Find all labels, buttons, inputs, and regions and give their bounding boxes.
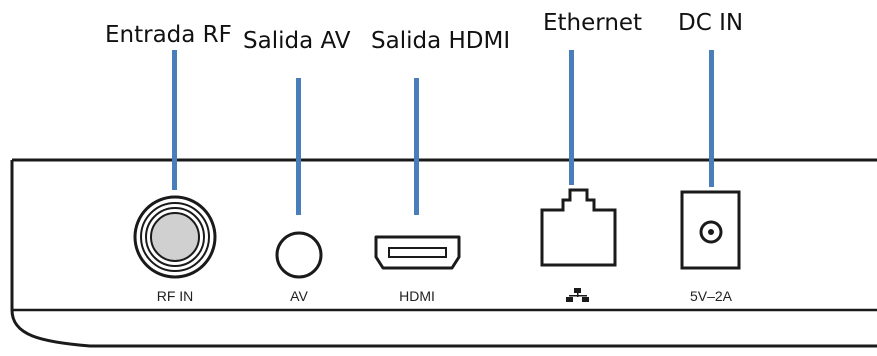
callout-label-av: Salida AV bbox=[243, 28, 351, 54]
av-jack-icon bbox=[275, 231, 323, 279]
port-label-av: AV bbox=[290, 288, 308, 304]
rf-connector-icon bbox=[133, 195, 217, 279]
device-base bbox=[10, 309, 877, 348]
callout-line-hdmi bbox=[414, 78, 419, 215]
callout-label-ethernet: Ethernet bbox=[543, 10, 643, 36]
port-label-rf: RF IN bbox=[156, 288, 194, 304]
callout-line-ethernet bbox=[569, 50, 574, 185]
callout-line-rf bbox=[172, 50, 177, 190]
hdmi-port-icon bbox=[374, 235, 461, 270]
callout-line-dc bbox=[709, 50, 714, 187]
network-icon bbox=[566, 288, 589, 302]
port-label-hdmi: HDMI bbox=[399, 288, 435, 304]
callout-label-dc: DC IN bbox=[678, 10, 744, 36]
ethernet-port-icon bbox=[540, 188, 617, 267]
port-label-dc: 5V–2A bbox=[689, 288, 733, 304]
dc-jack-icon bbox=[680, 190, 741, 270]
callout-label-rf: Entrada RF bbox=[105, 22, 232, 48]
callout-line-av bbox=[296, 78, 301, 215]
callout-label-hdmi: Salida HDMI bbox=[371, 28, 511, 54]
